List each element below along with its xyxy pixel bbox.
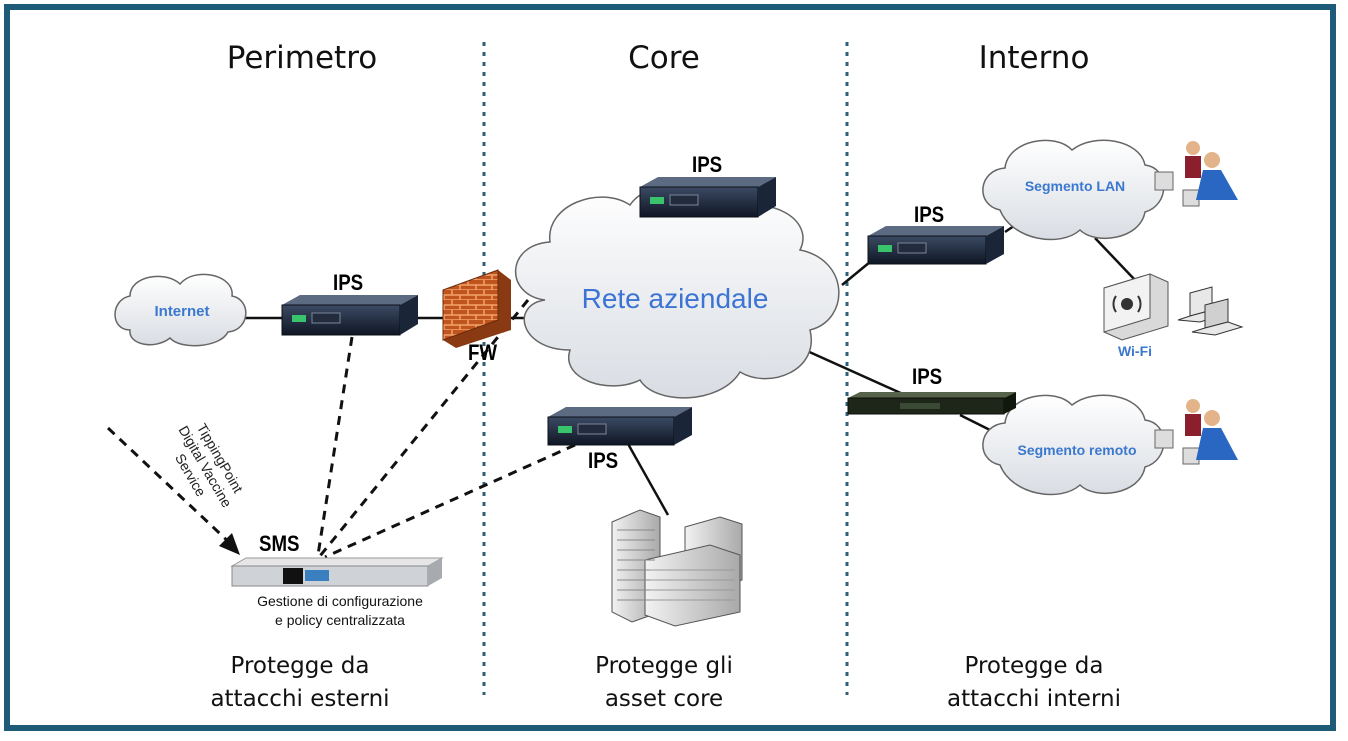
users-lan: [1154, 141, 1238, 207]
footer-interno-line2: attacchi interni: [947, 686, 1121, 712]
segmento-remoto-cloud: [982, 394, 1165, 496]
sms-appliance: [230, 557, 444, 587]
rete-aziendale-cloud: [514, 184, 840, 399]
users-remoto: [1154, 399, 1238, 465]
laptops: [1177, 286, 1244, 336]
wifi-access-point: [1103, 273, 1169, 341]
footer-core: Protegge gli asset core: [514, 650, 814, 716]
ips-label-interno-top: IPS: [914, 202, 945, 227]
zone-title-perimetro: Perimetro: [226, 40, 378, 76]
footer-core-line1: Protegge gli: [595, 653, 733, 679]
sms-caption-line2: e policy centralizzata: [275, 612, 405, 628]
segmento-remoto-label: Segmento remoto: [1017, 442, 1137, 458]
zone-title-core: Core: [628, 40, 700, 76]
segmento-lan-cloud: [982, 139, 1165, 241]
ips-appliance-core-bottom: [547, 407, 692, 446]
ips-appliance-interno-top: [867, 226, 1004, 265]
footer-interno: Protegge da attacchi interni: [884, 650, 1184, 716]
footer-interno-line1: Protegge da: [964, 653, 1104, 679]
internet-cloud: [114, 273, 247, 347]
digital-vaccine-arrowhead: [219, 533, 240, 555]
firewall-label: FW: [468, 340, 498, 365]
sms-label: SMS: [259, 531, 300, 556]
footer-perimetro-line1: Protegge da: [230, 653, 370, 679]
ips-label-core-bottom: IPS: [588, 448, 619, 473]
network-links: [242, 213, 1136, 516]
segmento-lan-label: Segmento LAN: [1024, 178, 1126, 194]
footer-core-line2: asset core: [604, 686, 724, 712]
ips-label-interno-bottom: IPS: [912, 364, 943, 389]
ips-appliance-core-top: [639, 177, 776, 218]
ips-appliance-interno-bottom: [847, 392, 1016, 415]
firewall-wall: [442, 269, 511, 348]
zone-title-interno: Interno: [978, 40, 1090, 76]
server-buildings: [611, 509, 743, 627]
ips-label-core-top: IPS: [692, 152, 723, 177]
rete-aziendale-label: Rete aziendale: [581, 283, 769, 314]
sms-caption: Gestione di configurazione e policy cent…: [220, 592, 460, 630]
wifi-label: Wi-Fi: [1117, 343, 1153, 359]
internet-label: Internet: [154, 303, 210, 320]
footer-perimetro: Protegge da attacchi esterni: [150, 650, 450, 716]
sms-caption-line1: Gestione di configurazione: [257, 593, 423, 609]
ips-appliance-perimetro: [281, 295, 418, 336]
footer-perimetro-line2: attacchi esterni: [210, 686, 390, 712]
ips-label-perimetro: IPS: [333, 270, 364, 295]
